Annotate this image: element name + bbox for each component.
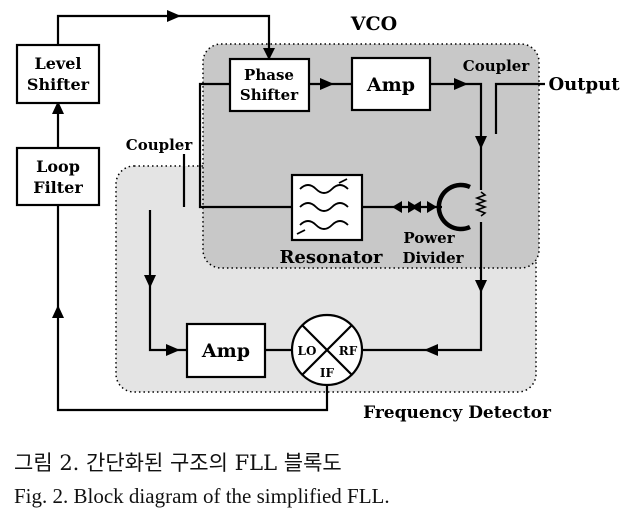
phase-shifter-block: Phase Shifter (228, 57, 311, 113)
resonator-label: Resonator (279, 247, 383, 268)
coupler-left-label: Coupler (126, 136, 194, 154)
wire-levelshifter-to-phaseshifter (56, 14, 271, 59)
coupling-loop-icon (436, 182, 471, 232)
loop-filter-label-line2: Filter (33, 178, 83, 197)
arrow-left-to-mixer (424, 344, 438, 356)
level-shifter-label-line1: Level (35, 54, 82, 73)
mixer-lo-label: LO (298, 344, 317, 358)
vco-amp-label: Amp (366, 74, 415, 96)
mixer-rf-label: RF (339, 344, 358, 358)
caption-english: Fig. 2. Block diagram of the simplified … (14, 484, 390, 508)
wire-output-coupling (494, 82, 545, 134)
wire-resonator-to-phaseshifter (198, 82, 292, 209)
coupler-top-label: Coupler (463, 57, 531, 75)
fll-block-diagram: VCO Frequency Detector (15, 10, 620, 423)
mixer-if-label: IF (320, 366, 335, 380)
arrow-up-to-loopfilter (52, 305, 64, 318)
fd-amp-block: Amp (185, 322, 267, 379)
filter-symbol-icon (296, 178, 349, 235)
power-divider-label-line2: Divider (402, 249, 464, 267)
vco-amp-block: Amp (350, 56, 432, 112)
resistor-coil-icon (474, 191, 488, 217)
arrow-into-amp (320, 78, 334, 90)
phase-shifter-label-line2: Shifter (240, 86, 299, 104)
loop-filter-block: Loop Filter (15, 146, 101, 207)
power-divider-label-line1: Power (403, 229, 455, 247)
arrow-to-resonator-2 (411, 201, 421, 213)
arrow-to-divider-2 (427, 201, 437, 213)
mixer-symbol: LO RF IF (290, 313, 364, 387)
fd-amp-label: Amp (201, 340, 250, 362)
phase-shifter-label-line1: Phase (244, 66, 294, 84)
arrow-into-phaseshifter (263, 48, 275, 60)
loop-filter-label-line1: Loop (36, 157, 80, 176)
vco-label: VCO (350, 13, 397, 35)
arrow-after-amp (454, 78, 468, 90)
level-shifter-label-line2: Shifter (27, 75, 90, 94)
frequency-detector-label: Frequency Detector (363, 403, 552, 423)
power-divider-symbol (436, 182, 488, 232)
output-label: Output (548, 74, 620, 95)
resonator-block: Resonator (279, 173, 383, 268)
arrow-up-to-levelshifter (52, 101, 64, 114)
arrow-down-coupler (475, 136, 487, 149)
arrow-top-right (167, 10, 181, 22)
arrow-down-divider (475, 280, 487, 293)
wire-divider-down (430, 222, 483, 352)
arrow-into-fd-amp (166, 344, 180, 356)
arrow-down-left-coupler (144, 275, 156, 288)
caption-korean: 그림 2. 간단화된 구조의 FLL 블록도 (14, 451, 342, 475)
level-shifter-block: Level Shifter (15, 43, 101, 105)
arrow-to-resonator-1 (392, 201, 402, 213)
